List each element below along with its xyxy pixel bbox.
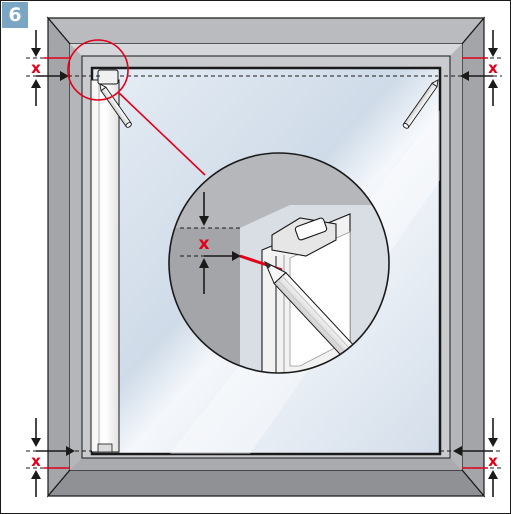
pencil-icon	[402, 79, 439, 129]
magnifier-callout	[67, 39, 390, 374]
red-guide-lines	[44, 57, 488, 469]
x-label-bottom-left: x	[31, 452, 41, 470]
x-label-top-right: x	[488, 59, 498, 77]
step-number-badge: 6	[2, 2, 28, 28]
x-label-zoom: x	[199, 234, 210, 254]
x-label-bottom-right: x	[488, 452, 498, 470]
step-number: 6	[8, 4, 22, 26]
dimension-arrow-icon	[31, 30, 498, 497]
x-labels: x x x x x	[31, 59, 498, 470]
mounting-clip-icon	[97, 69, 119, 85]
blind-profile-left	[90, 69, 120, 453]
pencil-icon	[99, 83, 132, 128]
x-label-top-left: x	[31, 59, 41, 77]
